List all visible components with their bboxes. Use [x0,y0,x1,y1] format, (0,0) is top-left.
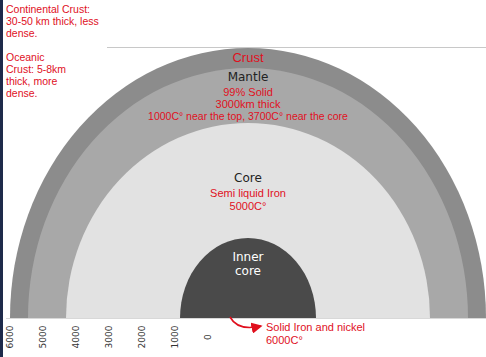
axis-tick-label: 2000 [136,322,148,352]
layer-label: Crust [10,51,486,66]
note: Oceanic Crust: 5-8km thick, more dense. [6,51,72,99]
core-band-fill [66,123,430,318]
inner-core-fill [180,238,316,318]
note: Continental Crust: 30-50 km thick, less … [6,3,108,39]
annotation: 5000C° [66,200,430,213]
axis-tick-label: 3000 [103,322,115,352]
layer-label: Inner core [225,251,271,279]
crust-band-fill [10,48,486,318]
leader-line [230,317,261,327]
crust-band: CrustMantle99% Solid3000km thick1000C° n… [10,48,486,318]
top-rule [107,47,486,48]
inner-core: Inner core [180,238,316,318]
baseline [6,318,486,319]
axis-tick-label: 5000 [37,322,49,352]
layer-label: Core [66,172,430,186]
annotation: 99% Solid [28,86,468,99]
callout-note: Solid Iron and nickel 6000C° [266,321,382,346]
annotation: Semi liquid Iron [66,187,430,200]
mantle-band-fill [28,68,468,318]
axis-tick-label: 1000 [169,322,181,352]
annotation: 3000km thick [28,98,468,111]
mantle-band: Mantle99% Solid3000km thick1000C° near t… [28,68,468,318]
inner-core-shape [180,238,316,318]
frame-border [0,0,3,357]
layer-label: Mantle [28,71,468,85]
axis-tick-label: 4000 [70,322,82,352]
annotation: 1000C° near the top, 3700C° near the cor… [28,110,468,122]
core-band: CoreSemi liquid Iron5000C° Inner core [66,123,430,318]
axis-tick-label: 6000 [4,322,16,352]
axis-tick-label: 0 [202,322,214,352]
